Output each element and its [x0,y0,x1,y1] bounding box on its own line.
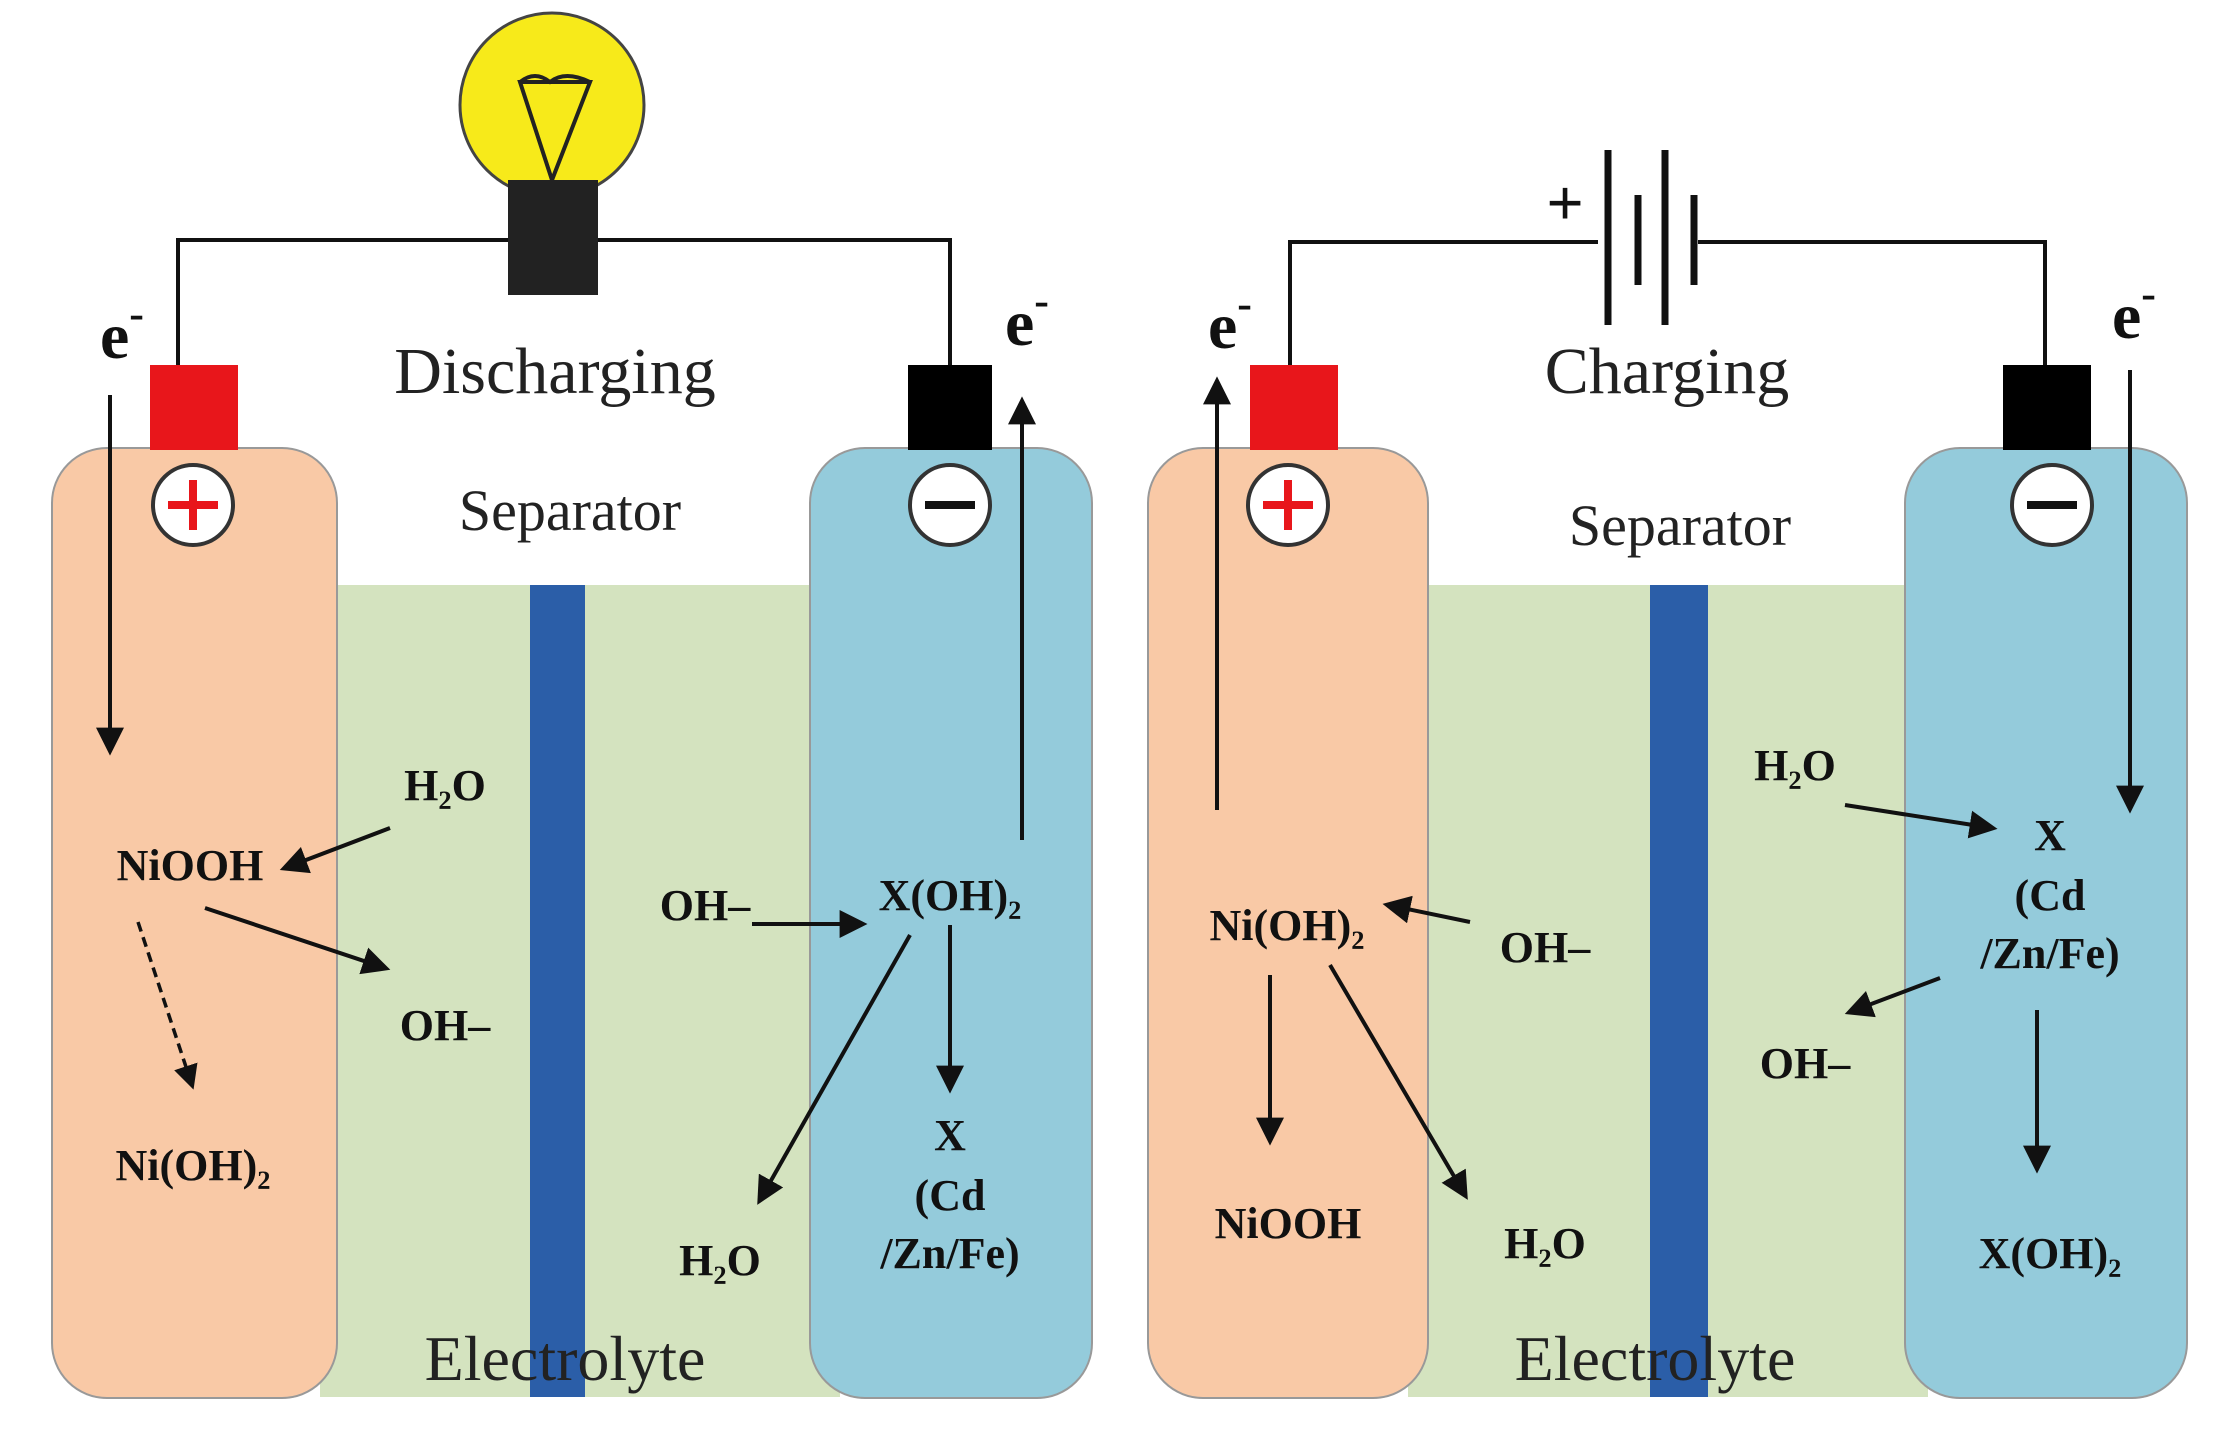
species-h2o: H₂O [679,1236,761,1285]
charging-separator-label: Separator [1569,493,1791,558]
discharging-title: Discharging [394,335,715,408]
discharging-electrolyte-label: Electrolyte [425,1323,706,1394]
discharging-positive-terminal [150,365,238,450]
species-oh: OH– [1500,923,1591,972]
discharging-negative-terminal [908,365,992,450]
species-h2o: H₂O [1504,1219,1586,1268]
reaction-arrow [279,826,391,874]
reaction-arrow [1844,803,1998,839]
charging-electrolyte-label: Electrolyte [1515,1323,1796,1394]
discharging-separator [530,585,585,1397]
reaction-arrow [1844,976,1941,1018]
species-h2o: H₂O [1754,741,1836,790]
charging-wire-left [1288,240,1598,365]
discharging-electron-right: e- [1005,276,1049,360]
discharging-plus-symbol [151,463,235,547]
reaction-arrow [1382,895,1471,924]
species-niooh: NiOOH [1215,1199,1362,1248]
power-source-icon [1604,150,1698,325]
charging-title: Charging [1545,335,1789,408]
discharging-positive-electrode [51,447,338,1399]
charging-negative-terminal [2003,365,2091,450]
species-oh: OH– [400,1001,491,1050]
species-oh: OH– [660,881,751,930]
species-x: X [934,1111,966,1160]
species-h2o: H₂O [404,761,486,810]
species-znfe: /Zn/Fe) [879,1229,1019,1278]
discharging-separator-label: Separator [459,478,681,543]
charging-minus-symbol [2010,463,2094,547]
discharging-electron-left: e- [100,289,144,373]
species-nioh2: Ni(OH)₂ [1210,901,1365,950]
charging-source-plus: + [1546,167,1584,240]
bulb-icon [458,11,646,295]
species-znfe: /Zn/Fe) [1979,929,2119,978]
charging-separator [1650,585,1708,1397]
species-nioh2: Ni(OH)₂ [116,1141,271,1190]
species-niooh: NiOOH [117,841,264,890]
species-cd: (Cd [915,1171,986,1220]
charging-panel: + Charging Separator Electrolyte e- e- N… [1147,150,2188,1399]
charging-positive-terminal [1250,365,1338,450]
reaction-arrow [204,906,391,975]
discharging-minus-symbol [908,463,992,547]
charging-wire-right [1698,240,2047,365]
species-x: X [2034,811,2066,860]
discharging-panel: Discharging Separator Electrolyte e- e- … [51,11,1093,1399]
charging-electron-left: e- [1208,279,1252,363]
reaction-arrow [757,934,912,1205]
reaction-arrow [136,921,198,1090]
species-xoh2: X(OH)₂ [879,871,1022,920]
charging-plus-symbol [1246,463,1330,547]
reaction-arrow [1328,963,1468,1200]
charging-electron-right: e- [2112,269,2156,353]
species-oh: OH– [1760,1039,1851,1088]
species-xoh2: X(OH)₂ [1979,1229,2122,1278]
species-cd: (Cd [2015,871,2086,920]
